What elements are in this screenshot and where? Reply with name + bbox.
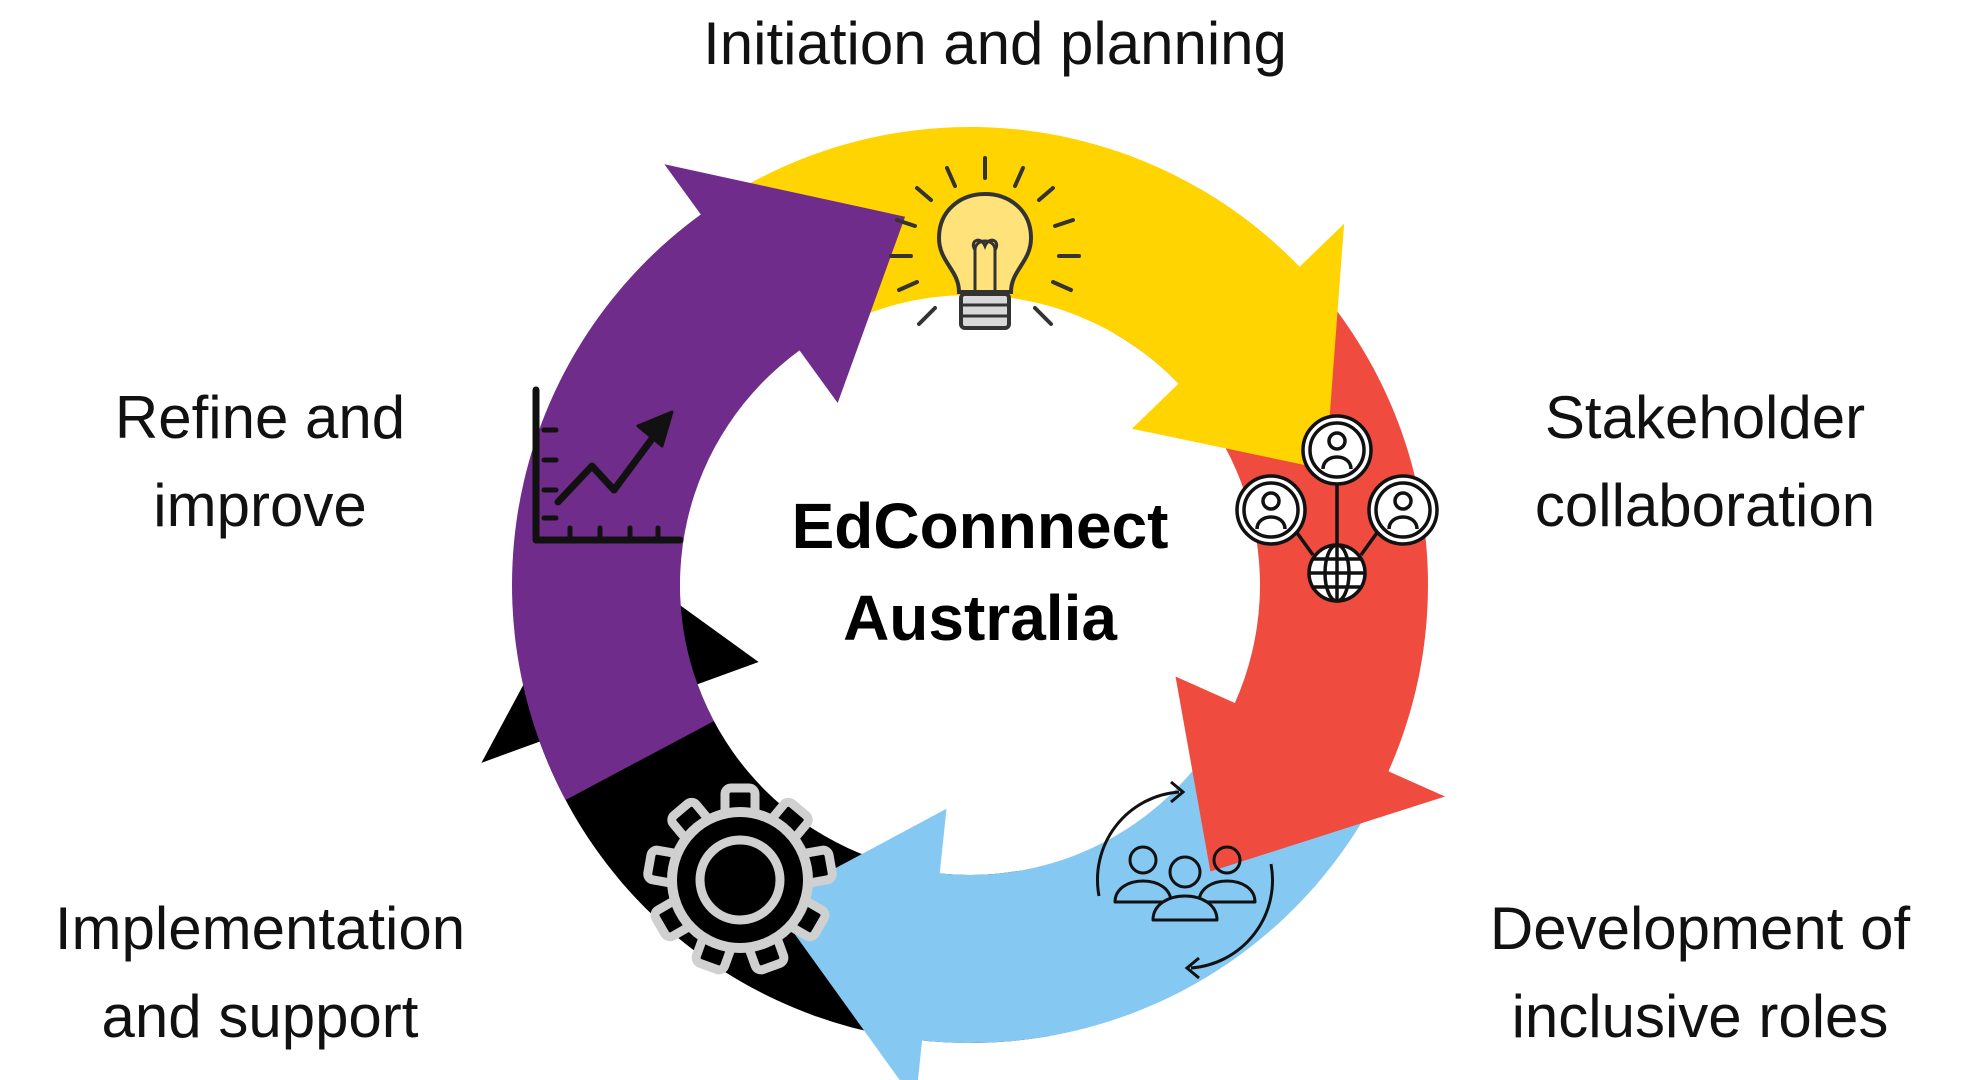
center-title: EdConnnect Australia [700, 480, 1260, 664]
stage-label-implementation-line1: Implementation [54, 895, 466, 962]
stage-label-development: Development of inclusive roles [1440, 885, 1960, 1061]
team-cycle-icon [1095, 780, 1275, 980]
center-title-line1: EdConnnect [791, 490, 1169, 562]
stage-label-refine-line2: improve [153, 472, 367, 539]
gear-icon [643, 783, 837, 975]
stage-label-initiation-line1: Initiation and planning [703, 10, 1287, 77]
stage-label-stakeholder: Stakeholder collaboration [1470, 374, 1940, 550]
stage-label-stakeholder-line2: collaboration [1534, 472, 1876, 539]
stage-label-refine-line1: Refine and [114, 384, 406, 451]
stage-label-implementation-line2: and support [101, 983, 419, 1050]
growth-chart-icon [532, 386, 684, 544]
stage-label-refine: Refine and improve [40, 374, 480, 550]
people-network-icon [1235, 414, 1439, 603]
stage-label-implementation: Implementation and support [0, 885, 520, 1061]
stage-label-stakeholder-line1: Stakeholder [1544, 384, 1866, 451]
stage-label-development-line1: Development of [1489, 895, 1911, 962]
arrow-refine [512, 164, 906, 801]
stage-label-initiation: Initiation and planning [620, 0, 1370, 88]
lightbulb-icon [889, 156, 1081, 330]
stage-label-development-line2: inclusive roles [1511, 983, 1889, 1050]
center-title-line2: Australia [843, 582, 1117, 654]
